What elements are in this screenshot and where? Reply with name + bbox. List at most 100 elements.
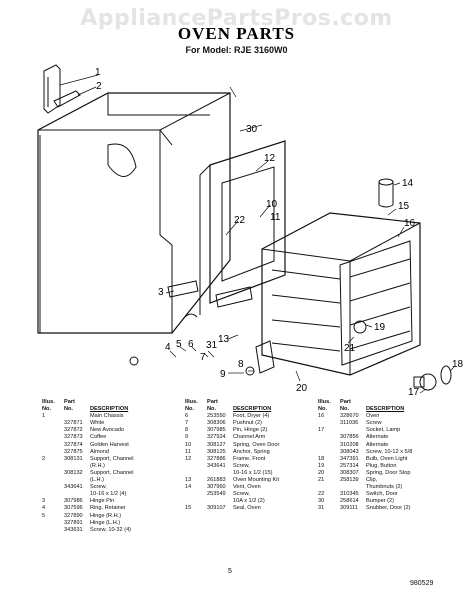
- exploded-diagram: 1 2 30 12 14 15 16 22 10 11 3 4 5 6 7 31…: [37, 64, 464, 395]
- callout-label: 4: [165, 342, 171, 353]
- illus-number: 3: [42, 498, 46, 505]
- table-row: 10A x 1/2 (2): [185, 498, 310, 505]
- part-description: Golden Harvest: [90, 441, 129, 448]
- illus-number: 13: [185, 477, 192, 484]
- part-number: 307986: [64, 498, 83, 505]
- part-number: 308131: [64, 455, 83, 462]
- part-description: Screw,: [233, 491, 250, 498]
- callout-label: 14: [402, 178, 414, 189]
- illus-number: [42, 477, 64, 484]
- callout-label: 10: [266, 199, 278, 210]
- part-description: (R.H.): [90, 462, 105, 469]
- oven-vent-drawing: [378, 178, 394, 208]
- part-number: 327874: [64, 441, 83, 448]
- illus-number: 10: [185, 441, 192, 448]
- part-description: Anchor, Spring: [233, 448, 270, 455]
- illus-number: 11: [185, 448, 191, 455]
- part-description: Oven: [366, 413, 380, 420]
- callout-label: 31: [206, 340, 218, 351]
- part-description: Hinge Pin: [90, 498, 115, 505]
- table-row: 3 307986 Hinge Pin: [42, 498, 172, 505]
- part-number: 328670: [340, 413, 359, 420]
- illus-number: 8: [185, 427, 189, 434]
- part-header: Part: [64, 399, 75, 405]
- part-number: 310208: [340, 441, 359, 448]
- part-number: 307856: [340, 434, 359, 441]
- illus-number: 7: [185, 420, 189, 427]
- illus-number: [42, 420, 64, 427]
- description-header: DESCRIPTION: [366, 406, 405, 413]
- illus-number: 19: [318, 462, 325, 469]
- part-number: 307596: [64, 505, 83, 512]
- illus-number: [42, 520, 64, 527]
- part-description: New Avocado: [90, 427, 125, 434]
- table-row: Thumbnuts (2): [318, 484, 446, 491]
- part-description: Pin, Hinge (2): [233, 427, 268, 434]
- callout-label: 5: [176, 339, 182, 350]
- part-description: Vent, Oven: [233, 484, 261, 491]
- illus-number: [318, 484, 340, 491]
- callout-label: 1: [95, 67, 101, 78]
- part-description: Alternate: [366, 441, 389, 448]
- part-number: 258139: [340, 477, 359, 484]
- illus-number: 14: [185, 484, 192, 491]
- support-channels-drawing: [43, 64, 81, 114]
- illus-number: 5: [42, 512, 46, 519]
- part-description: White: [90, 420, 105, 427]
- illus-number: [42, 427, 64, 434]
- part-number: 308132: [64, 469, 83, 476]
- part-description: 10-16 x 1/2 (4): [90, 491, 127, 498]
- illus-number: 15: [185, 505, 192, 512]
- document-code: 980529: [410, 580, 434, 587]
- illus-number: [318, 442, 340, 449]
- callout-numbers: 1 2 30 12 14 15 16 22 10 11 3 4 5 6 7 31…: [95, 67, 464, 395]
- part-number: 347391: [340, 455, 359, 462]
- illus-number: [42, 463, 64, 470]
- part-header: No.: [64, 406, 74, 413]
- part-description: Oven Mounting Kit: [233, 477, 280, 484]
- callout-label: 2: [96, 81, 102, 92]
- illus-number: 6: [185, 413, 189, 420]
- table-row: 11 308125 Anchor, Spring: [185, 449, 310, 456]
- part-number: 258614: [340, 498, 359, 505]
- part-number: 308306: [207, 420, 226, 427]
- part-description: Support, Channel: [90, 469, 134, 476]
- table-row: 308132 Support, Channel: [42, 470, 172, 477]
- part-description: Socket, Lamp: [366, 427, 401, 434]
- part-description: Screw,: [90, 484, 107, 491]
- illus-header: Illus.: [185, 399, 198, 405]
- table-row: 10-16 x 1/2 (4): [42, 491, 172, 498]
- callout-label: 9: [220, 369, 226, 380]
- part-description: Main Chassis: [90, 413, 124, 420]
- callout-label: 22: [234, 215, 246, 226]
- part-description: Spring, Oven Door: [233, 441, 280, 448]
- illus-number: 16: [318, 413, 325, 420]
- illus-number: [318, 434, 340, 441]
- illus-number: 30: [318, 498, 325, 505]
- part-description: Foot, Dryer (4): [233, 413, 270, 420]
- part-description: Snubber, Door (2): [366, 505, 411, 512]
- callout-label: 19: [374, 322, 386, 333]
- callout-label: 21: [344, 343, 356, 354]
- callout-label: 3: [158, 287, 164, 298]
- callout-label: 20: [296, 383, 308, 394]
- part-header: Part: [340, 399, 351, 405]
- part-number: 308125: [207, 448, 226, 455]
